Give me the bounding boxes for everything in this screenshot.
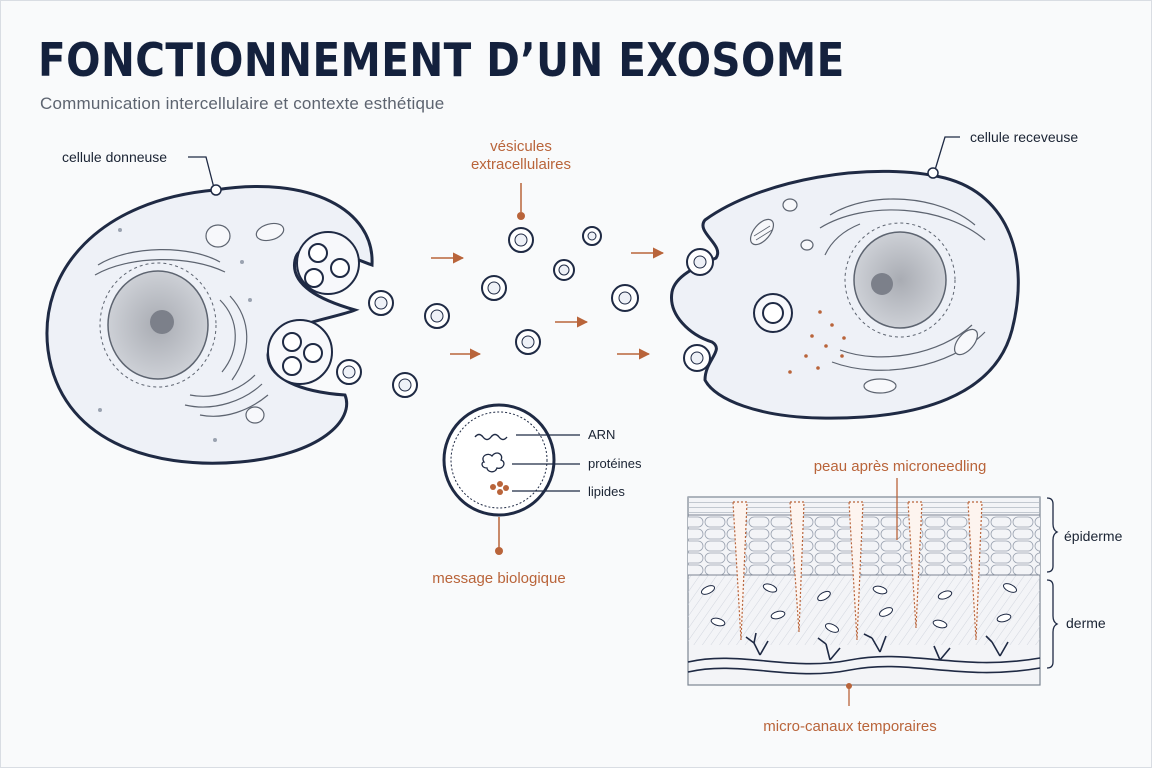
epidermis-label: épiderme	[1064, 528, 1123, 544]
vesicle	[515, 329, 541, 355]
vesicle	[368, 290, 394, 316]
donor-cell	[45, 185, 374, 465]
page-subtitle: Communication intercellulaire et context…	[40, 94, 445, 113]
lipids-label: lipides	[588, 484, 625, 499]
vesicle	[424, 303, 450, 329]
dermis-label: derme	[1066, 615, 1106, 631]
blood-vessels	[687, 632, 1041, 675]
vesicle	[336, 359, 362, 385]
lipid-icon	[490, 481, 509, 495]
receiver-cell-label: cellule receveuse	[970, 129, 1079, 145]
receiver-cell	[670, 169, 1020, 420]
receiver-nucleus	[853, 231, 947, 329]
proteins-label: protéines	[588, 456, 642, 471]
channels-label: micro-canaux temporaires	[763, 718, 937, 735]
epidermis-bracket	[1046, 497, 1059, 573]
exosome-detail	[442, 403, 580, 555]
donor-leader-line	[188, 156, 215, 189]
vesicle	[508, 227, 534, 253]
extracellular-vesicles	[336, 226, 639, 398]
arn-label: ARN	[588, 427, 616, 442]
vesicle	[611, 284, 639, 312]
vesicles-label-line1: vésicules	[490, 138, 552, 155]
rna-strand	[474, 433, 508, 441]
vesicle	[553, 259, 575, 281]
vesicle	[392, 372, 418, 398]
skin-cross-section	[687, 478, 1059, 706]
vesicles-label-line2: extracellulaires	[470, 156, 572, 173]
protein-icon	[481, 452, 505, 473]
skin-label: peau après microneedling	[813, 458, 987, 475]
receiver-leader-line	[934, 136, 960, 171]
page-title: FONCTIONNEMENT D’UN EXOSOME	[38, 33, 845, 87]
vesicle	[481, 275, 507, 301]
micro-channels	[732, 501, 983, 641]
donor-cell-label: cellule donneuse	[62, 149, 168, 165]
donor-vesicle-pocket-bottom	[267, 319, 333, 385]
dermis-bracket	[1046, 579, 1059, 669]
donor-vesicle-pocket-top	[296, 231, 360, 295]
vesicle	[582, 226, 602, 246]
message-label: message biologique	[432, 570, 566, 587]
